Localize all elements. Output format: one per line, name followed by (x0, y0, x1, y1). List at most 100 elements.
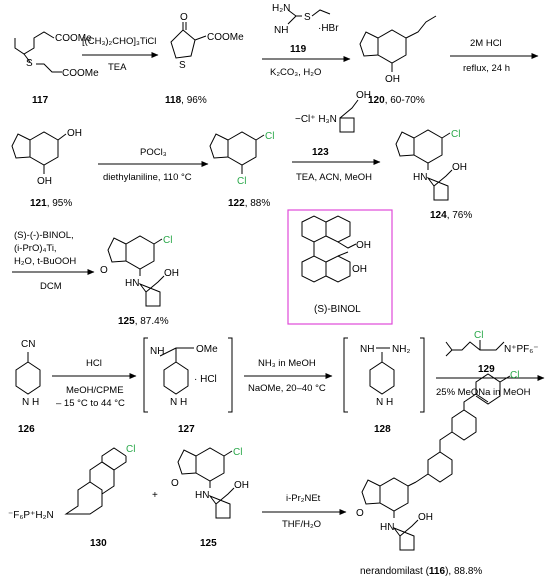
compound-125-b: Cl O HN OH 125 (171, 447, 249, 549)
methoxy-text: OMe (196, 344, 218, 355)
compound-119: H₂N NH S ·HBr 119 (272, 3, 339, 55)
conditions-r10-above: i-Pr₂NEt (286, 493, 321, 504)
conditions-r7-below-2: – 15 °C to 44 °C (56, 398, 125, 409)
compound-116: O HN OH Cl nerandomilast (116), 88.8% (356, 370, 519, 577)
plus-sign: + (152, 490, 158, 501)
sulfoxide-oxygen: O (356, 508, 364, 519)
hydroxyl-text: OH (356, 90, 371, 101)
conditions-r3-above: 2M HCl (470, 38, 502, 49)
conditions-r10-below: THF/H₂O (282, 519, 321, 530)
imine-text: NH (360, 344, 374, 355)
compound-label-group: 124, 76% (430, 210, 472, 221)
hydroxyl-2-text: OH (352, 264, 367, 275)
compound-117: COOMe S COOMe 117 (14, 31, 99, 106)
chlorine-text: Cl (451, 129, 460, 140)
conditions-r4-above: POCl₃ (140, 147, 167, 158)
sulfur-atom: S (304, 12, 311, 23)
hydroxyl-2-text: OH (37, 176, 52, 187)
chlorine-text: Cl (510, 370, 519, 381)
conditions-r6-above-3: H₂O, t-BuOOH (14, 256, 76, 267)
binol-label: (S)-BINOL (314, 304, 361, 315)
chlorine-text: Cl (233, 447, 242, 458)
compound-121: OH OH 121, 95% (11, 128, 82, 209)
amine-text: HN (195, 490, 209, 501)
hydroxyl-text: OH (385, 74, 400, 85)
chlorine-text: Cl (474, 330, 483, 341)
conditions-r1-below: TEA (108, 62, 127, 73)
carbonyl-oxygen: O (180, 12, 188, 23)
ring-nh-text: N H (22, 397, 39, 408)
compound-label: 117 (32, 95, 49, 106)
ester-1-text: COOMe (55, 33, 92, 44)
sulfur-atom: S (26, 58, 33, 69)
conditions-r1-above: [(CH₃)₂CHO]₃TiCl (82, 36, 156, 47)
amine-text: HN (413, 172, 427, 183)
compound-126: CN N H 126 (15, 339, 41, 435)
binol-structure: OH OH (S)-BINOL (301, 215, 371, 315)
conditions-r8-above: NH₃ in MeOH (258, 358, 316, 369)
chlorine-text: Cl (163, 235, 172, 246)
conditions-r9-below: 25% MeONa in MeOH (436, 387, 531, 398)
compound-label: 128 (374, 424, 391, 435)
conditions-r4-below: diethylaniline, 110 °C (103, 172, 192, 183)
compound-118: O COOMe S 118, 96% (165, 12, 244, 106)
salt-text: ⁻F₆P⁺H₂N (8, 510, 54, 521)
compound-label: 127 (178, 424, 195, 435)
hydroxyl-1-text: OH (356, 240, 371, 251)
compound-label: 123 (312, 147, 329, 158)
compound-label-group: 120, 60-70% (368, 95, 425, 106)
imine-text: NH (150, 346, 164, 357)
imine-text: NH (274, 25, 288, 36)
conditions-r6-below: DCM (40, 281, 62, 292)
salt-text: −Cl⁺ H₃N (295, 114, 337, 125)
compound-label-group: 125, 87.4% (118, 316, 169, 327)
compound-label: 119 (290, 44, 307, 55)
amine-text: NH₂ (392, 344, 410, 355)
hydroxyl-text: OH (164, 268, 179, 279)
ring-nh-text: N H (170, 397, 187, 408)
compound-129: Cl N⁺PF₆⁻ 129 (445, 330, 539, 375)
chlorine-1-text: Cl (265, 131, 274, 142)
chlorine-text: Cl (126, 444, 135, 455)
compound-128: NH NH₂ N H 128 (343, 337, 425, 435)
conditions-r8-below: NaOMe, 20–40 °C (248, 383, 326, 394)
ester-text: COOMe (207, 32, 244, 43)
conditions-r7-above: HCl (86, 358, 102, 369)
salt-text: ·HBr (318, 23, 339, 34)
compound-label-group: nerandomilast (116), 88.8% (360, 566, 482, 577)
compound-123: −Cl⁺ H₃N OH 123 (295, 90, 371, 158)
compound-label: 130 (90, 538, 107, 549)
hydroxyl-text: OH (234, 480, 249, 491)
compound-label: 129 (478, 364, 495, 375)
compound-130: ⁻F₆P⁺H₂N Cl 130 (8, 444, 135, 549)
nitrile-text: CN (21, 339, 35, 350)
conditions-r6-above-2: (i-PrO)₄Ti, (14, 243, 57, 254)
iminium-text: N⁺PF₆⁻ (504, 344, 539, 355)
compound-label-group: 118, 96% (165, 95, 207, 106)
compound-122: Cl Cl 122, 88% (209, 131, 274, 209)
compound-label-group: 121, 95% (30, 198, 72, 209)
conditions-r2-below: K₂CO₃, H₂O (270, 67, 321, 78)
amine-text: HN (125, 278, 139, 289)
compound-label-group: 122, 88% (228, 198, 270, 209)
compound-label: 126 (18, 424, 35, 435)
conditions-r7-below-1: MeOH/CPME (66, 385, 124, 396)
ring-nh-text: N H (376, 397, 393, 408)
compound-124: Cl HN OH 124, 76% (395, 129, 472, 221)
hydroxyl-text: OH (452, 162, 467, 173)
hcl-text: · HCl (194, 374, 217, 385)
conditions-r6-above-1: (S)-(-)-BINOL, (14, 230, 74, 241)
conditions-r5-below: TEA, ACN, MeOH (296, 172, 372, 183)
ester-2-text: COOMe (62, 68, 99, 79)
compound-120: OH 120, 60-70% (359, 15, 437, 106)
amine-text: H₂N (272, 3, 290, 14)
sulfoxide-oxygen: O (100, 265, 108, 276)
hydroxyl-text: OH (418, 512, 433, 523)
amine-text: HN (380, 522, 394, 533)
compound-label: 125 (200, 538, 217, 549)
sulfoxide-oxygen: O (171, 478, 179, 489)
compound-125-a: Cl O HN OH 125, 87.4% (100, 235, 179, 327)
compound-127: NH OMe · HCl N H 127 (143, 337, 233, 435)
sulfur-atom: S (179, 60, 186, 71)
